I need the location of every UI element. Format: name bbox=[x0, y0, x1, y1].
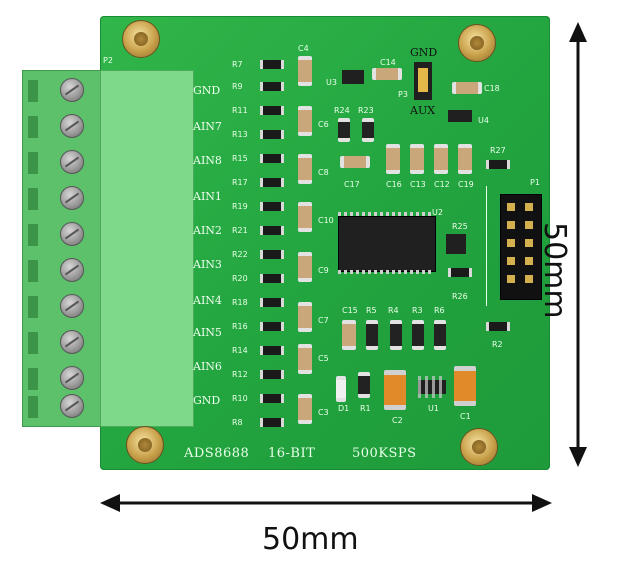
d1-label: D1 bbox=[338, 404, 350, 413]
terminal-screw bbox=[60, 150, 84, 174]
c16-label: C16 bbox=[386, 180, 402, 189]
c12-label: C12 bbox=[434, 180, 450, 189]
r26-label: R26 bbox=[452, 292, 468, 301]
wire-slot-column bbox=[0, 72, 40, 422]
pin-label: GND bbox=[193, 84, 221, 97]
height-dimension-label: 50mm bbox=[537, 222, 572, 319]
mounting-nut bbox=[122, 20, 160, 58]
adc-chip-u2 bbox=[338, 216, 436, 272]
pin-label: AIN7 bbox=[193, 120, 222, 133]
mounting-nut bbox=[460, 428, 498, 466]
gnd-top-label: GND bbox=[410, 46, 438, 59]
c19-label: C19 bbox=[458, 180, 474, 189]
mounting-nut bbox=[458, 24, 496, 62]
c17-label: C17 bbox=[344, 180, 360, 189]
terminal-screw bbox=[60, 186, 84, 210]
r1-label: R1 bbox=[360, 404, 371, 413]
p3-label: P3 bbox=[398, 90, 408, 99]
pin-label: AIN6 bbox=[193, 360, 222, 373]
chip-u4 bbox=[448, 110, 472, 122]
terminal-screw bbox=[60, 366, 84, 390]
terminal-screw bbox=[60, 330, 84, 354]
regulator-u3 bbox=[342, 70, 364, 84]
resistor-column: R7 R9 R11 R13 R15 R17 R19 R21 R22 R20 R1… bbox=[232, 60, 292, 432]
mounting-nut bbox=[126, 426, 164, 464]
pin-label: AIN1 bbox=[193, 190, 222, 203]
tantalum-cap-c1 bbox=[454, 366, 476, 406]
u2-label: U2 bbox=[432, 208, 443, 217]
r23-label: R23 bbox=[358, 106, 374, 115]
c1-label: C1 bbox=[460, 412, 471, 421]
tantalum-cap-c2 bbox=[384, 370, 406, 410]
r3-label: R3 bbox=[412, 306, 423, 315]
r4-label: R4 bbox=[388, 306, 399, 315]
resistor-array bbox=[446, 234, 466, 254]
terminal-screw bbox=[60, 394, 84, 418]
header-label: P1 bbox=[530, 178, 540, 187]
aux-label: AUX bbox=[410, 104, 436, 117]
u4-label: U4 bbox=[478, 116, 489, 125]
terminal-screw bbox=[60, 78, 84, 102]
terminal-screw bbox=[60, 222, 84, 246]
terminal-screw bbox=[60, 258, 84, 282]
c18-label: C18 bbox=[484, 84, 500, 93]
u3-label: U3 bbox=[326, 78, 337, 87]
pin-label: AIN5 bbox=[193, 326, 222, 339]
width-dimension-label: 50mm bbox=[262, 522, 359, 557]
pin-label: AIN4 bbox=[193, 294, 222, 307]
r5-label: R5 bbox=[366, 306, 377, 315]
board-title-bits: 16-BIT bbox=[268, 446, 316, 461]
pin-header-p1[interactable] bbox=[500, 194, 542, 300]
r27-label: R27 bbox=[490, 146, 506, 155]
c13-label: C13 bbox=[410, 180, 426, 189]
c14-label: C14 bbox=[380, 58, 396, 67]
pin-label: AIN3 bbox=[193, 258, 222, 271]
pin-label: AIN2 bbox=[193, 224, 222, 237]
terminal-screw bbox=[60, 114, 84, 138]
r6-label: R6 bbox=[434, 306, 445, 315]
pin-label: GND bbox=[193, 394, 221, 407]
pin-label: AIN8 bbox=[193, 154, 222, 167]
r2-label: R2 bbox=[492, 340, 503, 349]
capacitor-column: C4 C6 C8 C10 C9 C7 C5 C3 bbox=[296, 44, 336, 424]
u1-label: U1 bbox=[428, 404, 439, 413]
connector-label: P2 bbox=[103, 56, 113, 65]
r25-label: R25 bbox=[452, 222, 468, 231]
board-title-model: ADS8688 bbox=[184, 446, 250, 461]
c2-label: C2 bbox=[392, 416, 403, 425]
jumper-cap[interactable] bbox=[418, 68, 428, 92]
c15-label: C15 bbox=[342, 306, 358, 315]
terminal-screw bbox=[60, 294, 84, 318]
board-title-rate: 500KSPS bbox=[352, 446, 417, 461]
screw-column bbox=[60, 72, 84, 422]
r24-label: R24 bbox=[334, 106, 350, 115]
diode-d1 bbox=[336, 376, 346, 402]
